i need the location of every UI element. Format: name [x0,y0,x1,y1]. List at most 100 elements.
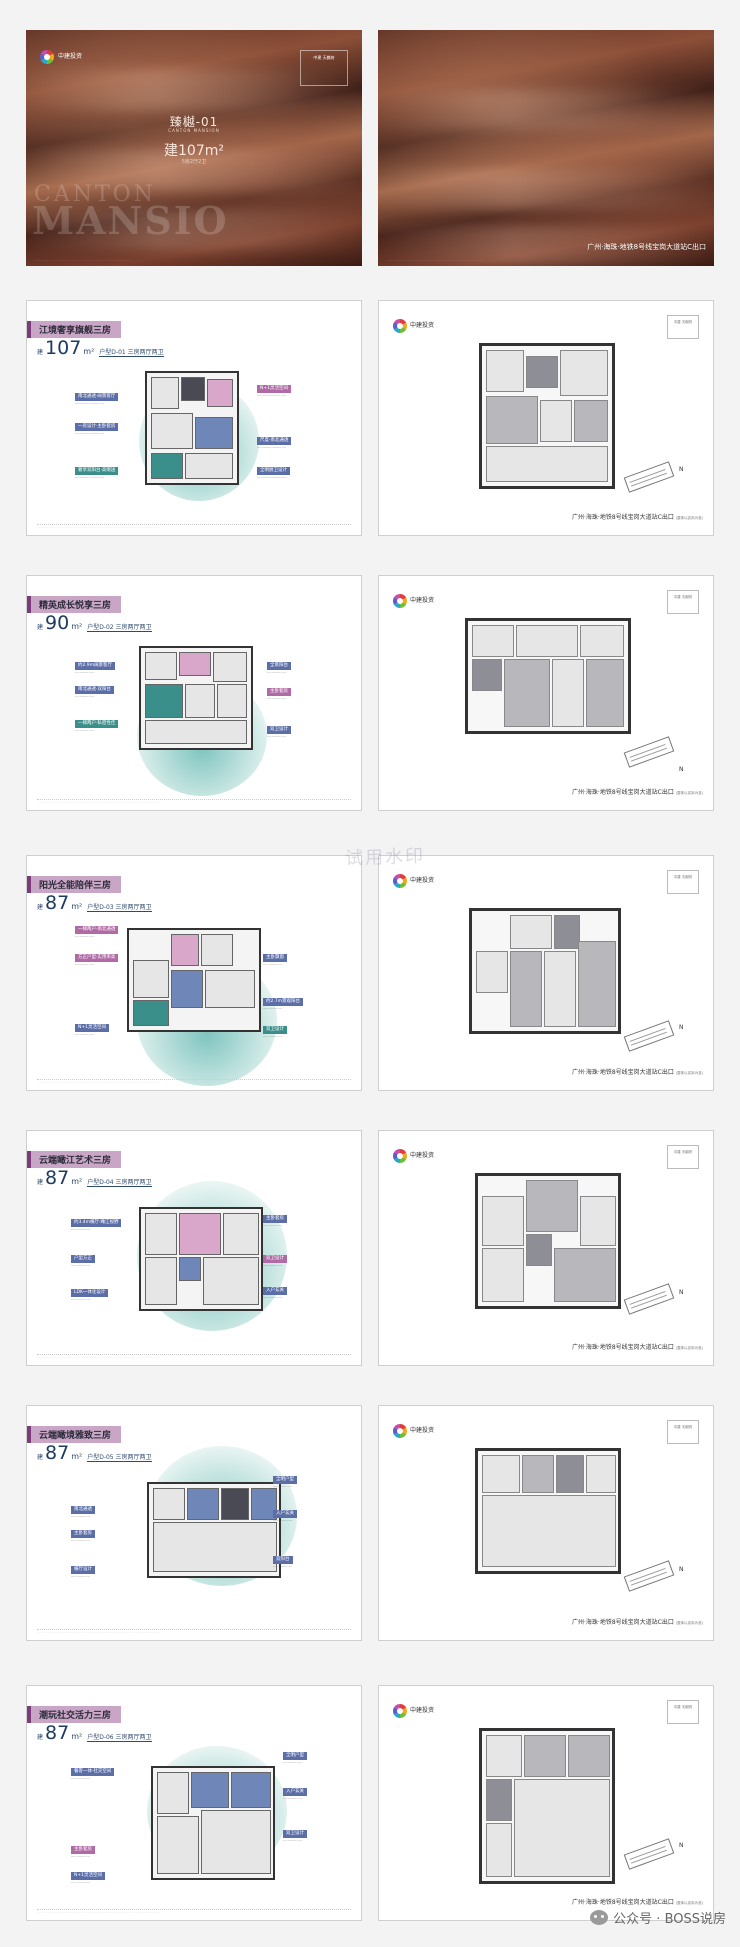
project-brand-text: 中建 天樾府 [313,55,335,60]
feature-tag: N+1灵活空间·························· [257,385,317,398]
feature-tag: 双卫设计················· [267,726,327,739]
logo-icon [393,1424,407,1438]
plan-page-d04: 云端瞰江艺术三房 建 87 m² 户型D-04 三房两厅两卫 约3.4m横厅·瞰… [26,1130,362,1366]
logo-icon [393,1149,407,1163]
feature-tag: 横厅设计················· [71,1566,131,1579]
plan-type: 户型D-01 三房两厅两卫 [99,349,164,357]
footer-credit: 公众号 · BOSS说房 [590,1908,726,1927]
feature-tag: 主卧套房················· [71,1846,131,1859]
plan-area: 建 87 m² 户型D-04 三房两厅两卫 [37,1167,152,1189]
feature-tag: 双卫设计················· [263,1026,323,1039]
feature-tag: 一梯两户·南北通透················· [75,926,135,939]
plan-type: 户型D-02 三房两厅两卫 [87,624,152,632]
feature-tag: 方正户型·实用率高················· [75,954,135,967]
brand-logo: 中建投资 [393,1149,434,1163]
plan-detail-page-d02: 中建投资 中建 天樾府 N 广州·海珠·地铁8号线宝岗大道站C出口 (整体以实际… [378,575,714,811]
area-number: 87 [45,1722,70,1744]
floor-plan [151,1766,275,1880]
logo-icon [393,874,407,888]
logo-icon [40,50,54,64]
logo-icon [393,1704,407,1718]
brand-logo: 中建投资 [393,874,434,888]
fine-print: ········································… [37,1629,351,1634]
feature-tag: 主卧飘窗················· [263,954,323,967]
brand-logo: 中建投资 [393,319,434,333]
cover-bg-word-2: MANSIO [32,198,229,243]
fine-print: ········································… [37,1909,351,1914]
area-number: 87 [45,1442,70,1464]
feature-tag: 双卫设计················· [263,1255,323,1268]
feature-tag: 奢享双阳台·高赠送·························· [75,467,135,480]
feature-tag: 入户玄关················· [273,1510,333,1523]
cover-bg-word-1: CANTON [34,182,156,207]
plan-title: 云端瞰江艺术三房 [27,1151,122,1168]
detailed-floor-plan [469,908,621,1034]
feature-tag: 全景阳台················· [267,662,327,675]
detailed-floor-plan [465,618,631,734]
fine-print: ········································… [37,1354,351,1359]
compass-stamp [623,1020,675,1052]
floor-plan [127,928,261,1032]
logo-text: 中建投资 [58,52,83,60]
plan-area: 建 87 m² 户型D-06 三房两厅两卫 [37,1722,152,1744]
plan-title: 江境奢享旗舰三房 [27,321,122,338]
logo-icon [393,319,407,333]
plan-detail-page-d01: 中建投资 中建 天樾府 N 广州·海珠·地铁8号线宝岗大道站C出口 (整体以实际… [378,300,714,536]
plan-page-d05: 云端瞰境雅致三房 建 87 m² 户型D-05 三房两厅两卫 南北通透·····… [26,1405,362,1641]
project-brand-box: 中建 天樾府 [667,590,699,614]
project-address: 广州·海珠·地铁8号线宝岗大道站C出口 (整体以实际为准) [572,1344,703,1351]
project-brand-box: 中建 天樾府 [667,870,699,894]
feature-tag: 全明户型················· [283,1752,343,1765]
north-arrow: N [679,766,684,773]
plan-detail-page-d06: 中建投资 中建 天樾府 N 广州·海珠·地铁8号线宝岗大道站C出口 (整体以实际… [378,1685,714,1921]
plan-page-d06: 潮玩社交活力三房 建 87 m² 户型D-06 三房两厅两卫 餐客一体·社交空间… [26,1685,362,1921]
cover-fine-print: ········································… [34,258,133,262]
plan-detail-page-d03: 中建投资 中建 天樾府 N 广州·海珠·地铁8号线宝岗大道站C出口 (整体以实际… [378,855,714,1091]
project-address: 广州·海珠·地铁8号线宝岗大道站C出口 (整体以实际为准) [572,1069,703,1076]
plan-page-d03: 阳光全能陪伴三房 建 87 m² 户型D-03 三房两厅两卫 一梯两户·南北通透… [26,855,362,1091]
plan-page-d01: 江境奢享旗舰三房 建 107 m² 户型D-01 三房两厅两卫 南北通透·阔景客… [26,300,362,536]
brand-logo: 中建投资 [393,594,434,608]
project-brand-box: 中建 天樾府 [667,315,699,339]
brand-logo: 中建投资 [393,1704,434,1718]
cover-fine-print: ········································… [386,258,485,262]
area-number: 107 [45,337,82,359]
feature-tag: 户型方正················· [71,1255,131,1268]
cover-subtitle: CANTON MANSION [168,128,220,133]
feature-tag: 一梯两户·私密性佳················· [75,720,135,733]
plan-detail-page-d05: 中建投资 中建 天樾府 N 广州·海珠·地铁8号线宝岗大道站C出口 (整体以实际… [378,1405,714,1641]
detailed-floor-plan [479,343,615,489]
plan-area: 建 107 m² 户型D-01 三房两厅两卫 [37,337,164,359]
plan-page-d02: 精英成长悦享三房 建 90 m² 户型D-02 三房两厅两卫 约2.9m阔景客厅… [26,575,362,811]
north-arrow: N [679,1566,684,1573]
feature-tag: 主卧套房················· [71,1530,131,1543]
project-brand-box: 中建 天樾府 [667,1420,699,1444]
feature-tag: N+1灵活空间················· [71,1872,131,1885]
area-number: 90 [45,612,70,634]
feature-tag: 全明厨卫设计·························· [257,467,317,480]
north-arrow: N [679,1289,684,1296]
feature-tag: 约2.7m景观阳台················· [263,998,323,1011]
plan-title: 云端瞰境雅致三房 [27,1426,122,1443]
plan-title: 阳光全能陪伴三房 [27,876,122,893]
detailed-floor-plan [479,1728,615,1884]
feature-tag: 餐客一体·社交空间················· [71,1768,131,1781]
project-brand-box: 中建 天樾府 [300,50,348,86]
plan-title: 潮玩社交活力三房 [27,1706,122,1723]
feature-tag: N+1灵活空间················· [75,1024,135,1037]
project-brand-box: 中建 天樾府 [667,1700,699,1724]
cover-area: 建107m² [164,143,224,159]
compass-stamp [623,461,675,493]
compass-stamp [623,1560,675,1592]
floor-plan [139,1207,263,1311]
feature-tag: 入户玄关················· [263,1287,323,1300]
feature-tag: 主卧套房················· [263,1215,323,1228]
project-brand-box: 中建 天樾府 [667,1145,699,1169]
feature-tag: 双阳台················· [273,1556,293,1569]
fine-print: ········································… [37,1079,351,1084]
brand-logo: 中建投资 [40,50,82,64]
cover-address: 广州·海珠·地铁8号线宝岗大道站C出口 [587,243,706,251]
plan-type: 户型D-03 三房两厅两卫 [87,904,152,912]
north-arrow: N [679,1024,684,1031]
feature-tag: 约3.4m横厅·瞰江视野················· [71,1219,131,1232]
